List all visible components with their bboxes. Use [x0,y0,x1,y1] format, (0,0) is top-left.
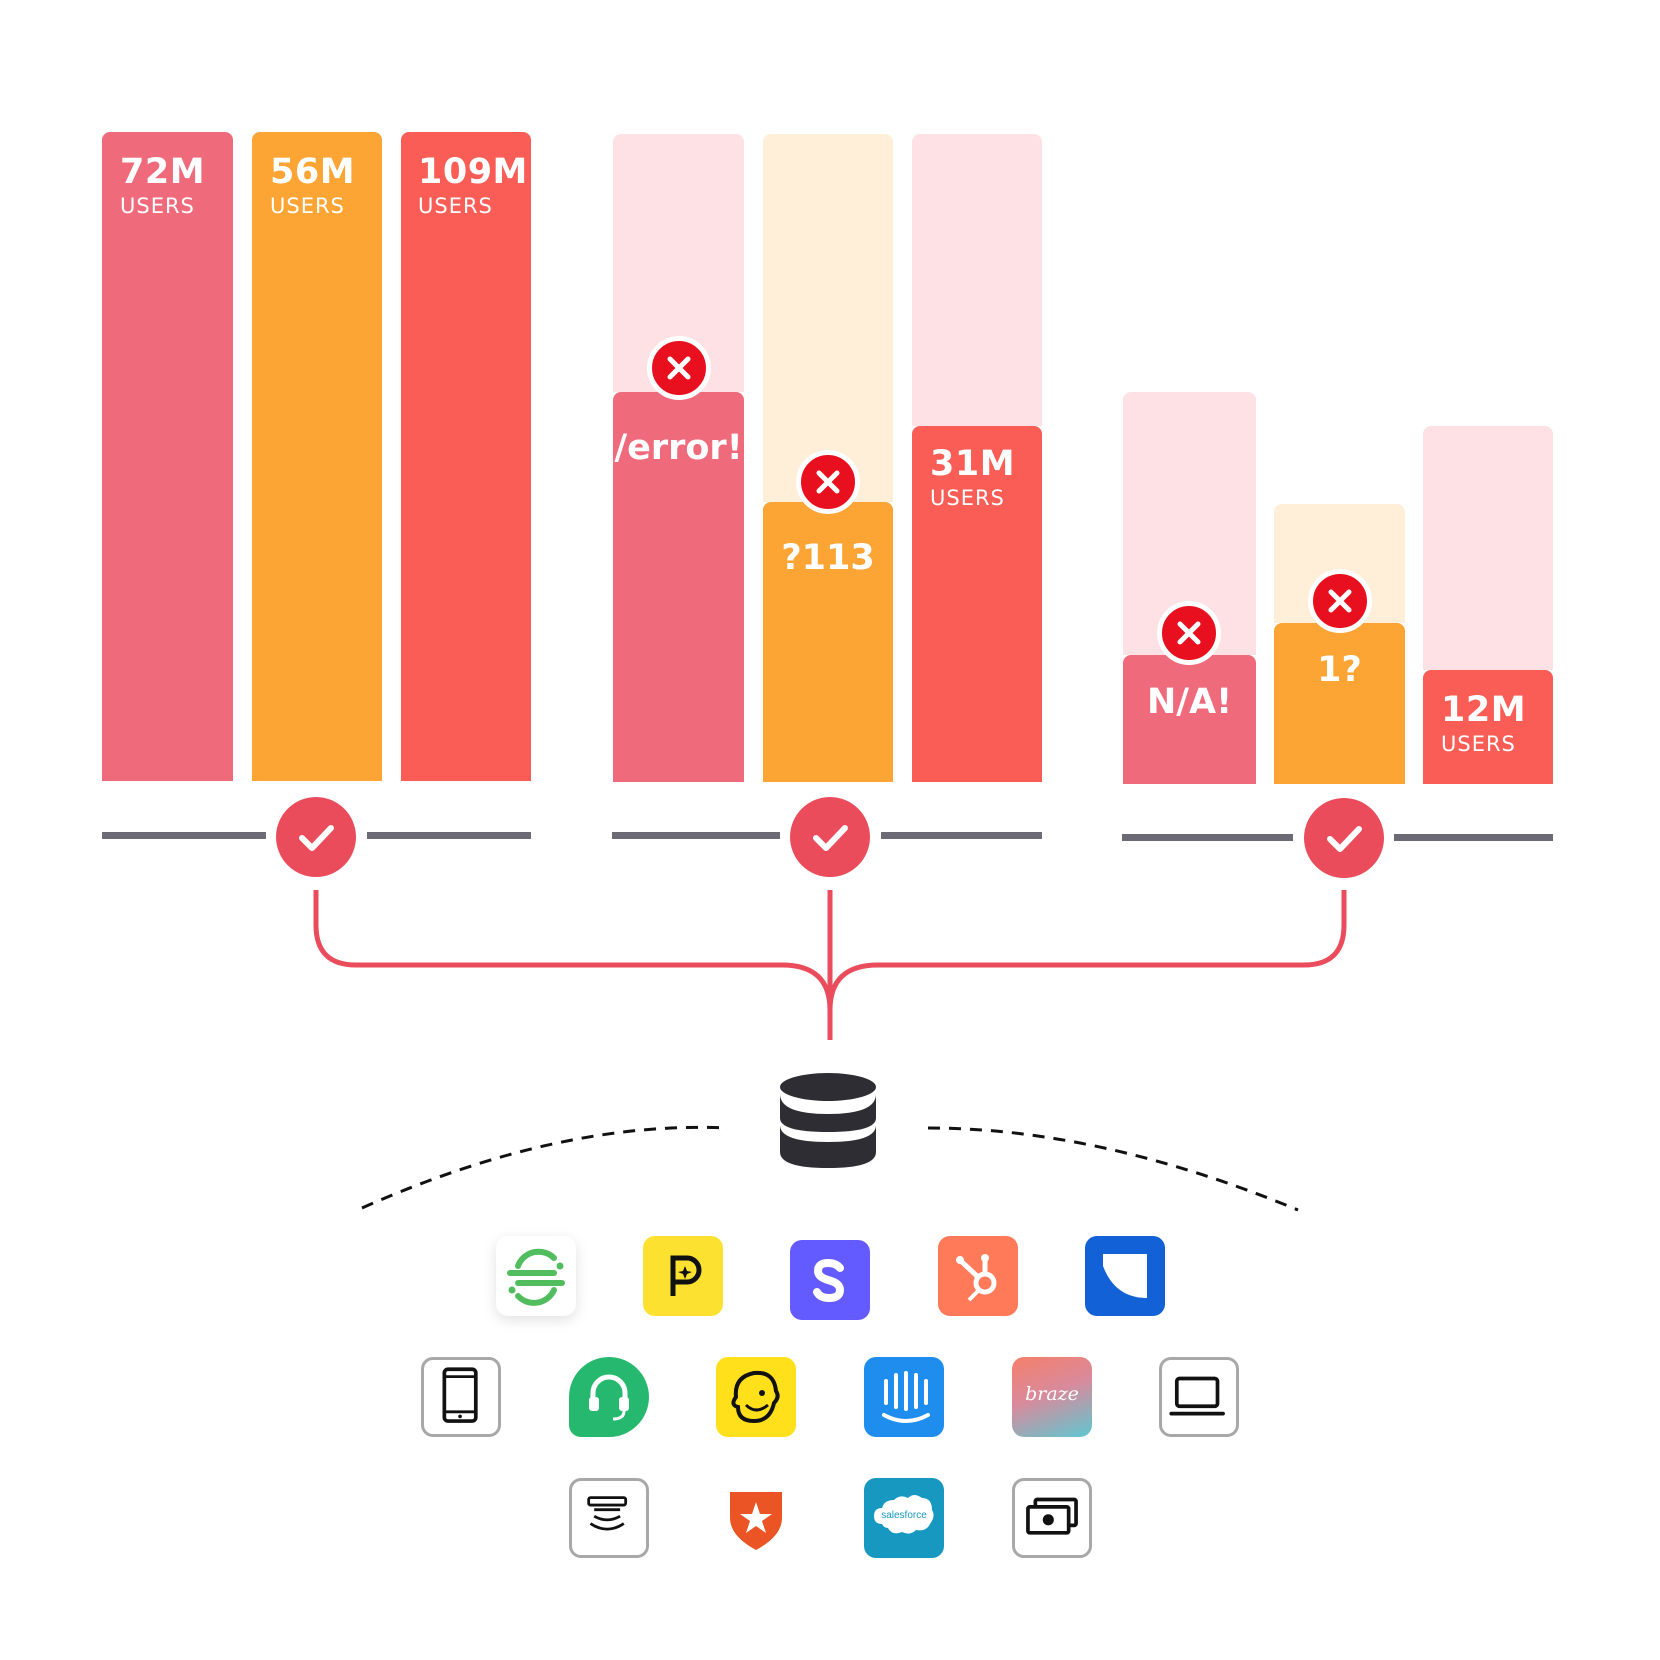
segment-icon [496,1236,576,1316]
group3-bar3 [1423,670,1553,784]
bar-unit: USERS [1441,732,1516,756]
error-x-icon [1308,569,1372,633]
error-x-icon [796,450,860,514]
group1-bar2 [252,132,382,781]
group3-bar2 [1274,623,1405,784]
group3-bar3-ghost [1423,426,1553,670]
group3-bar2-error-text: 1? [1317,650,1362,690]
error-x-icon [647,336,711,400]
braze-icon: braze [1012,1357,1092,1437]
intercom-alt-icon [1085,1236,1165,1316]
auth0-icon [716,1478,796,1558]
braze-wordmark: braze [1025,1383,1079,1405]
checkmark-icon [790,797,870,877]
pendo-icon [643,1236,723,1316]
group2-bar2-ghost [763,134,893,502]
bar-value: 56M [270,152,356,192]
mailchimp-icon [716,1357,796,1437]
zendesk-support-icon [569,1357,649,1437]
checkmark-icon [276,797,356,877]
group1-axis-left [102,832,266,839]
group2-bar3-ghost [912,134,1042,426]
bar-value: 72M [120,152,206,192]
error-x-icon [1157,601,1221,665]
group3-axis-left [1122,834,1293,841]
group1-axis-right [367,832,531,839]
group1-bar3 [401,132,531,781]
group3-bar1 [1123,655,1256,784]
hubspot-icon [938,1236,1018,1316]
group1-bar3-label: 109M USERS [418,152,528,220]
mobile-device-icon [421,1357,501,1437]
checkmark-icon [1304,798,1384,878]
group3-bar3-label: 12M USERS [1441,690,1526,758]
bar-unit: USERS [418,194,493,218]
group1-bar1-label: 72M USERS [120,152,205,220]
salesforce-wordmark: salesforce [881,1510,927,1521]
group3-axis-right [1394,834,1553,841]
bar-value: 109M [418,152,528,192]
payments-icon [1012,1478,1092,1558]
laptop-icon [1159,1357,1239,1437]
group2-bar3-label: 31M USERS [930,444,1015,512]
database-icon [780,1073,876,1168]
intercom-icon [864,1357,944,1437]
bar-unit: USERS [120,194,195,218]
group3-bar1-error-text: N/A! [1146,682,1233,722]
group2-axis-left [612,832,780,839]
bar-unit: USERS [270,194,345,218]
group1-bar1 [102,132,233,781]
bar-value: 31M [930,444,1016,484]
group1-bar2-label: 56M USERS [270,152,355,220]
group2-bar3 [912,426,1042,782]
bar-unit: USERS [930,486,1005,510]
iot-device-icon [569,1478,649,1558]
group2-bar2-error-text: ?113 [781,538,875,578]
bar-value: 12M [1441,690,1527,730]
stripe-icon [790,1240,870,1320]
salesforce-icon: salesforce [864,1478,944,1558]
group2-bar1 [613,392,744,782]
group2-bar2 [763,502,893,782]
group2-axis-right [881,832,1042,839]
group2-bar1-error-text: /error! [614,428,743,468]
